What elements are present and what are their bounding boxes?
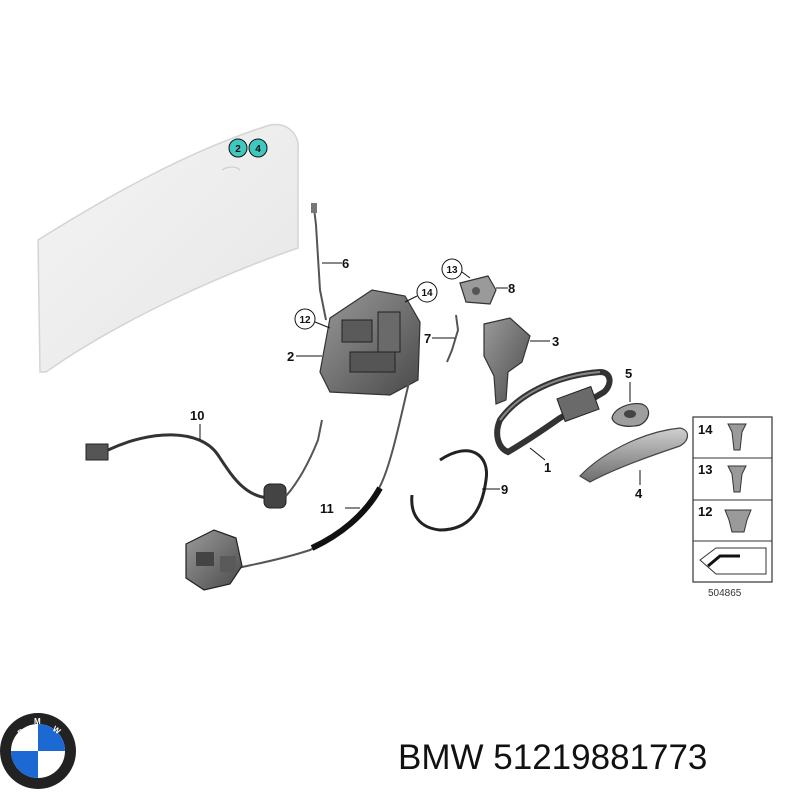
callout-7: 7 [424,331,431,346]
svg-text:B: B [16,727,26,738]
screw-legend: 14 13 12 [692,416,773,583]
callout-1: 1 [544,460,551,475]
cable-part-11 [237,377,411,569]
bracket-part-3 [483,317,550,405]
callout-9: 9 [501,482,508,497]
callout-5: 5 [625,366,632,381]
brand-name: BMW [398,738,484,777]
svg-text:2: 2 [235,144,241,155]
rod-part-6 [311,203,342,321]
svg-text:4: 4 [255,144,261,155]
cable-part-10 [85,419,323,509]
svg-text:W: W [51,724,63,736]
door-handle-part-4 [579,427,689,485]
callout-2: 2 [287,349,294,364]
callout-11: 11 [320,501,334,516]
callout-3: 3 [552,334,559,349]
handle-carrier-part-1 [494,368,613,461]
callout-10: 10 [190,408,204,423]
door-panel [37,123,299,373]
svg-text:12: 12 [299,315,311,326]
cable-part-9 [410,449,500,532]
door-badge-4: 4 [248,138,268,158]
svg-text:14: 14 [421,288,433,299]
part-caption: BMW 51219881773 [398,738,707,778]
callout-8: 8 [508,281,515,296]
part-number: 51219881773 [493,738,708,777]
diagram-ref-number: 504865 [708,588,742,599]
callout-4: 4 [635,486,643,501]
svg-text:14: 14 [698,422,713,437]
callout-14-marker: 14 [404,281,438,303]
bmw-logo: B M W [0,713,76,789]
gasket-part-5 [611,382,650,427]
svg-text:13: 13 [698,462,712,477]
lock-actuator-part-2 [296,289,421,396]
bracket-part-8 [459,275,508,305]
svg-text:13: 13 [446,265,458,276]
callout-6: 6 [342,256,349,271]
svg-text:12: 12 [698,504,712,519]
callout-12-marker: 12 [294,308,331,330]
door-latch [185,529,243,591]
door-badge-2: 2 [228,138,248,158]
svg-text:M: M [34,717,41,726]
rod-part-7 [432,314,460,363]
callout-13-marker: 13 [441,258,471,280]
